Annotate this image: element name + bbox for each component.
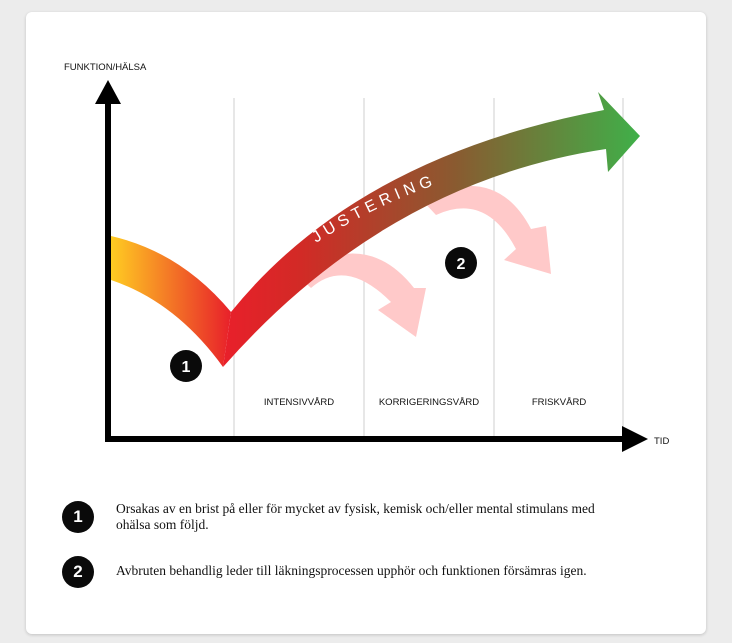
x-axis-arrowhead — [622, 426, 648, 452]
marker-2-circle — [445, 247, 477, 279]
justering-arrow — [223, 92, 640, 367]
phase-label-friskvard: FRISKVÅRD — [532, 397, 587, 408]
legend-badge-2: 2 — [62, 556, 94, 588]
descent-band — [111, 236, 231, 367]
legend-text-2: Avbruten behandlig leder till läkningspr… — [116, 563, 587, 578]
marker-2-label: 2 — [457, 256, 466, 273]
legend-item-2: 2 Avbruten behandlig leder till läknings… — [62, 556, 616, 588]
x-axis-label: TID — [654, 436, 669, 447]
marker-1: 1 — [170, 350, 202, 382]
phase-label-korrigeringsvard: KORRIGERINGSVÅRD — [379, 397, 479, 408]
marker-1-circle — [170, 350, 202, 382]
legend-item-1: 1 Orsakas av en brist på eller för mycke… — [62, 501, 616, 533]
marker-2: 2 — [445, 247, 477, 279]
relapse-arrow-1 — [296, 253, 426, 337]
health-function-diagram: JUSTERING FUNKTION/HÄLSA TID INTENSIVVÅR… — [64, 62, 669, 452]
legend-badge-1: 1 — [62, 501, 94, 533]
y-axis-label: FUNKTION/HÄLSA — [64, 62, 147, 73]
diagram-card: JUSTERING FUNKTION/HÄLSA TID INTENSIVVÅR… — [26, 12, 706, 634]
legend-text-1: Orsakas av en brist på eller för mycket … — [116, 501, 595, 532]
marker-1-label: 1 — [182, 359, 191, 376]
relapse-arrow-2 — [421, 185, 551, 274]
phase-label-intensivvard: INTENSIVVÅRD — [264, 397, 334, 408]
y-axis-arrowhead — [95, 80, 121, 104]
axes — [95, 80, 648, 452]
